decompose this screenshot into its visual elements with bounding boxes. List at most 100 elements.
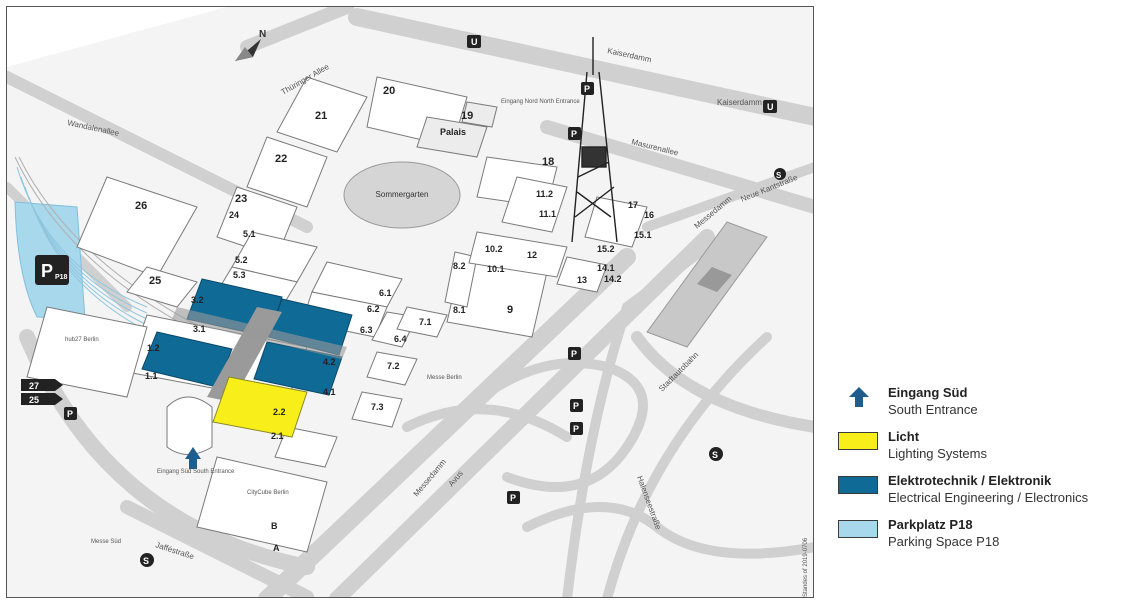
yellow-swatch (838, 432, 878, 450)
hall-label-15-1: 15.1 (634, 230, 652, 240)
map-canvas: P P18 Sommergarten (7, 7, 813, 597)
legend-title: Eingang Süd (888, 385, 968, 400)
area-labels: CityCube Berlin hub27 Berlin Messe Berli… (65, 99, 809, 597)
svg-text:25: 25 (29, 395, 39, 405)
hall-label-22: 22 (275, 153, 287, 165)
svg-text:S: S (143, 556, 149, 566)
hall-label-21: 21 (315, 110, 327, 122)
hall-label-6-4: 6.4 (394, 334, 407, 344)
hall-label-2-2: 2.2 (273, 407, 286, 417)
hall-pointers: 27 25 (21, 379, 63, 405)
svg-text:P: P (571, 349, 577, 359)
hall-label-3-1: 3.1 (193, 324, 206, 334)
hall-8 (444, 251, 478, 308)
citycube (196, 456, 328, 553)
hall-11 (501, 176, 568, 233)
svg-text:P: P (573, 401, 579, 411)
hall-label-11-2: 11.2 (536, 189, 553, 199)
hall-label-24: 24 (229, 210, 239, 220)
s-bahn-icon: S (709, 447, 723, 461)
hall-label-13: 13 (577, 275, 587, 285)
hall-label-11-1: 11.1 (539, 209, 556, 219)
hall-label-16: 16 (644, 210, 654, 220)
hall-label-5-1: 5.1 (243, 229, 256, 239)
hall-label-4-1: 4.1 (323, 387, 336, 397)
hall-22 (246, 136, 328, 208)
dark-blue-swatch (838, 476, 878, 494)
eingang-sued-label: Eingang Süd South Entrance (157, 469, 235, 475)
parking-p18-label: P (41, 261, 53, 281)
hall-label-18: 18 (542, 156, 554, 168)
legend-title: Elektrotechnik / Elektronik (888, 473, 1052, 488)
sommergarten: Sommergarten (343, 161, 461, 229)
hall-label-12: 12 (527, 250, 537, 260)
parking-icon: P (64, 407, 77, 420)
hall-label-25: 25 (149, 275, 161, 287)
map-footnote: Standes of 2019-0706 (803, 537, 809, 597)
hall-7-1 (396, 306, 448, 338)
legend-subtitle: Lighting Systems (888, 446, 987, 461)
svg-text:27: 27 (29, 381, 39, 391)
palais-label: Palais (440, 127, 466, 137)
entrance-arrow-icon (185, 447, 201, 469)
hall-7-2 (366, 351, 418, 386)
parking-area-p18: P P18 (14, 166, 148, 332)
legend-title: Licht (888, 429, 920, 444)
svg-text:S: S (712, 450, 718, 460)
u-bahn-icon: U (763, 100, 777, 113)
hall-label-19: 19 (461, 110, 473, 122)
hall-label-4-2: 4.2 (323, 357, 336, 367)
hall-label-23: 23 (235, 193, 247, 205)
street-kaiserdamm-east: Kaiserdamm (717, 98, 762, 107)
hall-label-6-3: 6.3 (360, 325, 373, 335)
messe-berlin-label: Messe Berlin (427, 375, 462, 381)
hall-2-1 (212, 376, 308, 438)
north-arrow-icon: N (235, 29, 266, 61)
parking-icon: P (570, 399, 583, 412)
legend-subtitle: South Entrance (888, 402, 978, 417)
hall-label-10-1: 10.1 (487, 264, 505, 274)
hall-label-9: 9 (507, 304, 513, 316)
parking-icon: P (507, 491, 520, 504)
s-bahn-icon: S (140, 553, 154, 567)
hall-label-3-2: 3.2 (191, 295, 204, 305)
hub27-label: hub27 Berlin (65, 337, 99, 343)
hall-label-5-2: 5.2 (235, 255, 248, 265)
hall-label-8-1: 8.1 (453, 305, 466, 315)
svg-text:P: P (584, 84, 590, 94)
svg-text:P18: P18 (55, 274, 68, 281)
legend-title: Parkplatz P18 (888, 517, 973, 532)
road-network (7, 7, 813, 597)
svg-text:P: P (573, 424, 579, 434)
hall-label-14-1: 14.1 (597, 263, 615, 273)
hall-19 (461, 101, 498, 128)
map-legend: Eingang Süd South Entrance Licht Lightin… (838, 382, 1144, 558)
s-bahn-icon: S (774, 168, 786, 180)
legend-subtitle: Electrical Engineering / Electronics (888, 490, 1089, 505)
hub27 (26, 306, 148, 398)
hall-label-b: B (271, 521, 278, 531)
hall-label-10-2: 10.2 (485, 244, 503, 254)
hall-label-5-3: 5.3 (233, 270, 246, 280)
parking-icon: P (581, 82, 594, 95)
hall-label-6-2: 6.2 (367, 304, 380, 314)
legend-item-lighting: Licht Lighting Systems (838, 426, 1144, 470)
hall-21 (276, 76, 368, 153)
legend-subtitle: Parking Space P18 (888, 534, 1000, 549)
svg-text:Sommergarten: Sommergarten (376, 190, 429, 199)
svg-text:U: U (767, 102, 774, 112)
hall-13 (556, 256, 608, 293)
hall-label-2-1: 2.1 (271, 431, 284, 441)
radio-tower (571, 37, 618, 243)
u-bahn-icon: U (467, 35, 481, 48)
svg-text:P: P (67, 409, 73, 419)
svg-text:P: P (510, 493, 516, 503)
hall-label-6-1: 6.1 (379, 288, 392, 298)
palais (416, 116, 488, 158)
hall-label-14-2: 14.2 (604, 274, 622, 284)
light-blue-swatch (838, 520, 878, 538)
hall-label-26: 26 (135, 200, 147, 212)
hall-label-7-1: 7.1 (419, 317, 432, 327)
svg-text:N: N (259, 29, 266, 40)
hall-12 (468, 231, 568, 278)
